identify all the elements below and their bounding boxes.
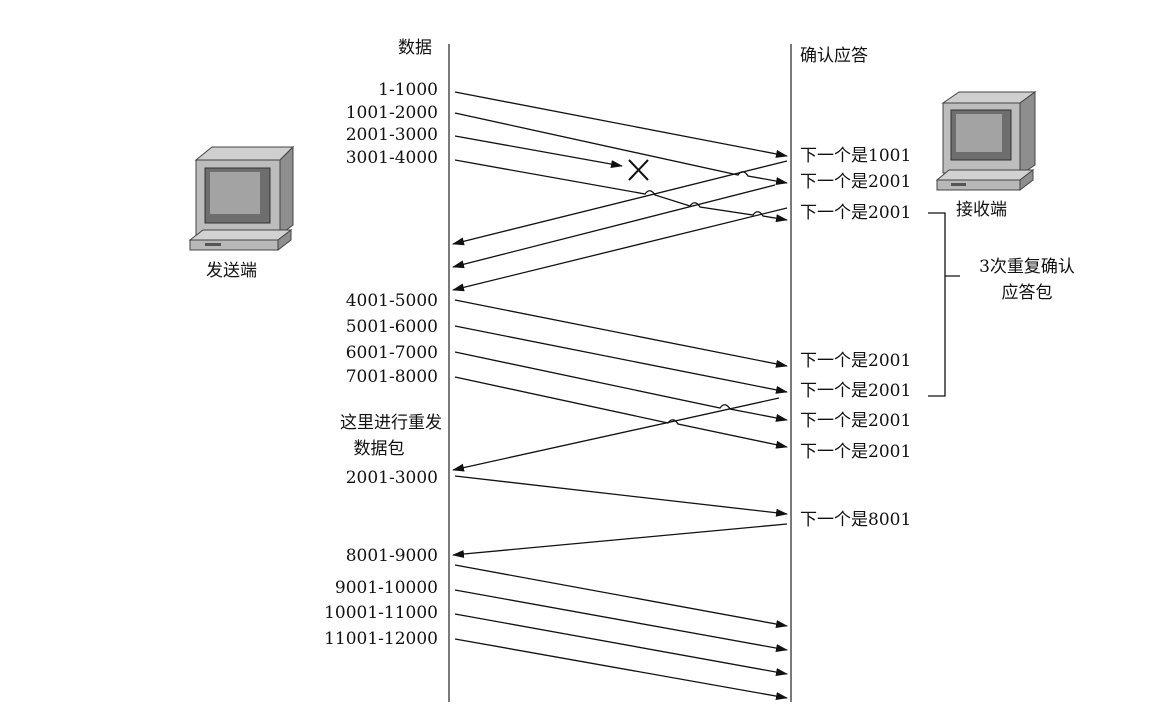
ack-label: 下一个是2001	[800, 411, 912, 431]
segment-label: 11001-12000	[324, 629, 438, 649]
retransmit-note-line2: 数据包	[353, 439, 405, 459]
receiver-host-label: 接收端	[956, 200, 1007, 220]
sender-computer-icon	[188, 145, 295, 252]
segment-label: 1-1000	[378, 80, 438, 100]
segment-arrow-1	[454, 91, 788, 158]
segment-label: 1001-2000	[345, 103, 438, 123]
segment-arrow-11	[454, 613, 788, 676]
segment-arrow-9	[454, 564, 788, 628]
segment-label: 2001-3000	[345, 125, 438, 145]
ack-label: 下一个是1001	[800, 146, 912, 166]
segment-label-retransmit: 2001-3000	[345, 468, 438, 488]
retransmit-note: 这里进行重发 数据包	[312, 410, 442, 462]
ack-arrow-8001	[452, 523, 788, 558]
segment-arrow-7	[454, 351, 788, 422]
ack-arrow-retransmit	[452, 397, 780, 472]
lost-packet-cross-icon	[628, 159, 649, 181]
segment-label: 3001-4000	[345, 148, 438, 168]
dup-ack-note-line1: 3次重复确认	[979, 257, 1075, 277]
ack-label: 下一个是8001	[800, 510, 912, 530]
segment-arrow-6	[454, 325, 788, 394]
ack-arrow-3	[452, 207, 788, 292]
dup-ack-note-line2: 应答包	[1001, 283, 1053, 303]
dup-ack-bracket	[928, 212, 960, 397]
sender-column-header: 数据	[398, 38, 432, 58]
segment-label: 7001-8000	[345, 367, 438, 387]
receiver-computer-icon	[935, 91, 1037, 192]
ack-label: 下一个是2001	[800, 351, 912, 371]
segment-label: 8001-9000	[345, 546, 438, 566]
segment-arrow-10	[454, 589, 788, 652]
receiver-column-header: 确认应答	[800, 46, 868, 66]
ack-label: 下一个是2001	[800, 381, 912, 401]
ack-label: 下一个是2001	[800, 203, 912, 223]
ack-arrow-1	[452, 160, 788, 246]
dup-ack-note: 3次重复确认 应答包	[962, 254, 1092, 306]
segment-arrow-5	[454, 299, 788, 368]
segment-label: 10001-11000	[324, 603, 438, 623]
segment-arrow-12	[454, 638, 788, 701]
ack-label: 下一个是2001	[800, 442, 912, 462]
sender-host-label: 发送端	[206, 261, 257, 281]
segment-label: 6001-7000	[345, 343, 438, 363]
segment-label: 4001-5000	[345, 291, 438, 311]
segment-arrow-retransmit	[454, 475, 788, 517]
ack-label: 下一个是2001	[800, 172, 912, 192]
ack-arrow-2	[452, 184, 776, 269]
retransmit-note-line1: 这里进行重发	[340, 413, 442, 433]
segment-label: 5001-6000	[345, 317, 438, 337]
segment-label: 9001-10000	[334, 578, 438, 598]
segment-arrow-4	[454, 159, 788, 223]
segment-arrow-3-lost	[454, 135, 623, 168]
